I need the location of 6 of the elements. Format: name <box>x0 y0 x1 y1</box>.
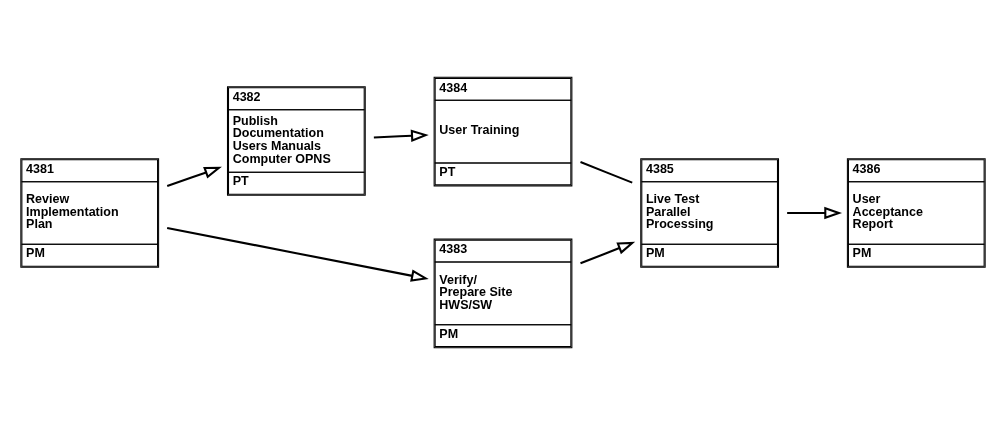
arrow <box>166 166 222 188</box>
arrow <box>373 129 429 142</box>
arrow <box>787 206 843 220</box>
arrow <box>580 241 636 265</box>
arrow <box>166 226 429 282</box>
connector <box>580 161 633 184</box>
